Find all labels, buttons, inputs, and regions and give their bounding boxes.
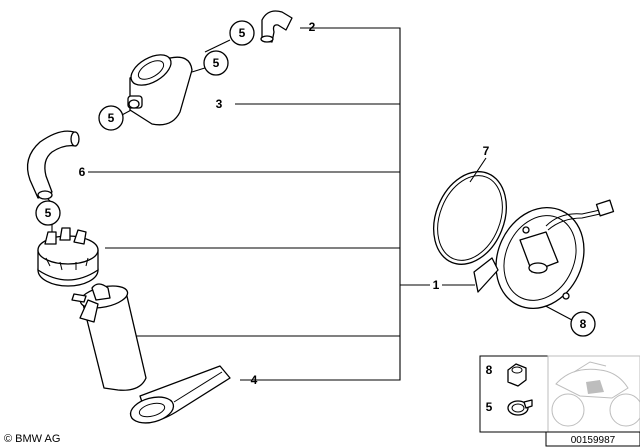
hose-clamp-icon: [507, 399, 533, 416]
fuel-filter-part: [127, 54, 193, 126]
o-ring-part: [433, 171, 507, 265]
copyright-label: © BMW AG: [4, 433, 60, 445]
pump-holder-part: [37, 227, 99, 287]
legend-item-8-label: 8: [486, 363, 493, 377]
callout-1-label: 1: [433, 278, 440, 292]
callout-5-lower: 5: [35, 200, 61, 226]
curved-hose-part: [26, 130, 80, 200]
callout-4-label: 4: [251, 373, 258, 387]
callout-8: 8: [570, 311, 596, 337]
diagram-number-label: 00159987: [571, 435, 616, 446]
callout-6-label: 6: [79, 165, 86, 179]
callout-5-middle: 5: [98, 105, 124, 131]
callout-5-middle-label: 5: [108, 111, 115, 125]
callout-2-label: 2: [309, 20, 316, 34]
callout-7-label: 7: [483, 144, 490, 158]
callout-5-top: 5: [229, 20, 255, 46]
callout-5-lower-label: 5: [45, 206, 52, 220]
flange-plate-part: [473, 199, 615, 310]
small-parts-legend: 8 5: [479, 355, 549, 433]
callout-5-filter: 5: [203, 50, 229, 76]
fuel-pump-part: [71, 283, 147, 391]
callout-3-label: 3: [216, 97, 223, 111]
nut-icon: [507, 363, 527, 387]
legend-item-5-label: 5: [486, 400, 493, 414]
callout-5-filter-label: 5: [213, 56, 220, 70]
callout-8-label: 8: [580, 317, 587, 331]
strainer-part: [129, 365, 231, 424]
callout-5-top-label: 5: [239, 26, 246, 40]
motorcycle-thumbnail: [547, 355, 640, 433]
hose-elbow-part: [260, 10, 293, 43]
